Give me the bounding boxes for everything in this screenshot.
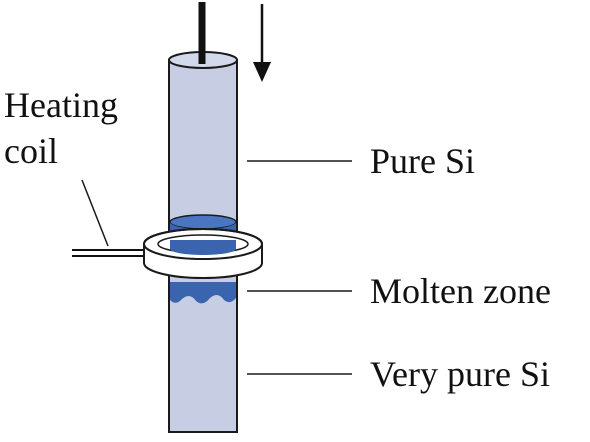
molten-zone-top — [169, 214, 237, 230]
heating-coil-label-line1: Heating — [4, 85, 118, 125]
molten-zone-drips — [170, 282, 236, 304]
heating-coil-leader — [81, 179, 109, 247]
pure-si-label: Pure Si — [370, 141, 475, 181]
very-pure-si-label: Very pure Si — [370, 354, 550, 394]
rod-through-coil — [170, 240, 236, 255]
molten-zone-label: Molten zone — [370, 271, 551, 311]
coil-leads — [72, 249, 148, 257]
heating-coil — [143, 228, 263, 279]
coil-rim — [143, 228, 263, 260]
arrow-down-icon — [253, 4, 271, 82]
leader-lines — [81, 160, 352, 375]
heating-coil-label-line2: coil — [4, 131, 58, 171]
